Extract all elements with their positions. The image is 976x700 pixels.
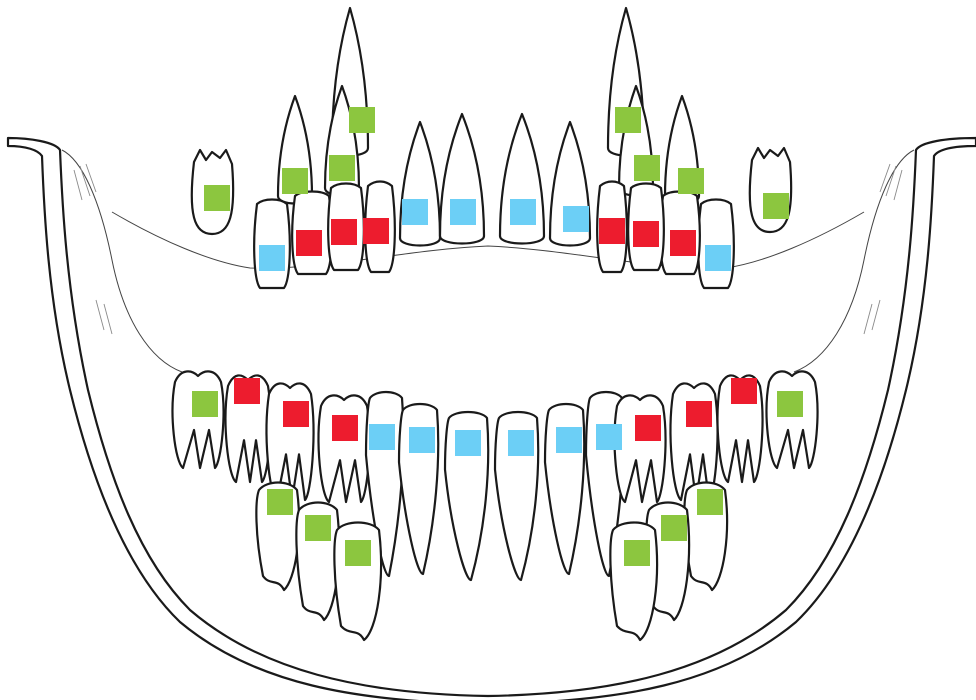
green-marker bbox=[634, 155, 660, 181]
green-marker bbox=[777, 391, 803, 417]
upper-tooth bbox=[254, 200, 290, 289]
upper-tooth bbox=[400, 122, 440, 246]
green-marker bbox=[267, 489, 293, 515]
upper-tooth bbox=[750, 148, 791, 232]
green-marker bbox=[697, 489, 723, 515]
green-marker bbox=[282, 168, 308, 194]
blue-marker bbox=[596, 424, 622, 450]
upper-tooth bbox=[698, 200, 734, 289]
green-marker bbox=[624, 540, 650, 566]
red-marker bbox=[670, 230, 696, 256]
lower-tooth bbox=[615, 395, 666, 502]
blue-marker bbox=[705, 245, 731, 271]
green-marker bbox=[661, 515, 687, 541]
blue-marker bbox=[450, 199, 476, 225]
blue-marker bbox=[556, 427, 582, 453]
red-marker bbox=[635, 415, 661, 441]
lower-tooth bbox=[767, 371, 818, 468]
red-marker bbox=[234, 378, 260, 404]
blue-marker bbox=[508, 430, 534, 456]
green-marker bbox=[329, 155, 355, 181]
blue-marker bbox=[409, 427, 435, 453]
lower-tooth bbox=[173, 371, 224, 468]
green-marker bbox=[349, 107, 375, 133]
blue-marker bbox=[455, 430, 481, 456]
red-marker bbox=[331, 219, 357, 245]
blue-marker bbox=[369, 424, 395, 450]
red-marker bbox=[731, 378, 757, 404]
mandible bbox=[8, 138, 976, 700]
green-marker bbox=[615, 107, 641, 133]
green-marker bbox=[192, 391, 218, 417]
blue-marker bbox=[402, 199, 428, 225]
red-marker bbox=[599, 218, 625, 244]
blue-marker bbox=[259, 245, 285, 271]
green-marker bbox=[204, 185, 230, 211]
green-marker bbox=[678, 168, 704, 194]
red-marker bbox=[283, 401, 309, 427]
green-marker bbox=[345, 540, 371, 566]
teeth-outlines bbox=[173, 8, 818, 640]
lower-tooth bbox=[319, 395, 370, 502]
red-marker bbox=[686, 401, 712, 427]
red-marker bbox=[633, 221, 659, 247]
green-marker bbox=[305, 515, 331, 541]
red-marker bbox=[363, 218, 389, 244]
red-marker bbox=[296, 230, 322, 256]
green-marker bbox=[763, 193, 789, 219]
blue-marker bbox=[510, 199, 536, 225]
blue-marker bbox=[563, 206, 589, 232]
red-marker bbox=[332, 415, 358, 441]
